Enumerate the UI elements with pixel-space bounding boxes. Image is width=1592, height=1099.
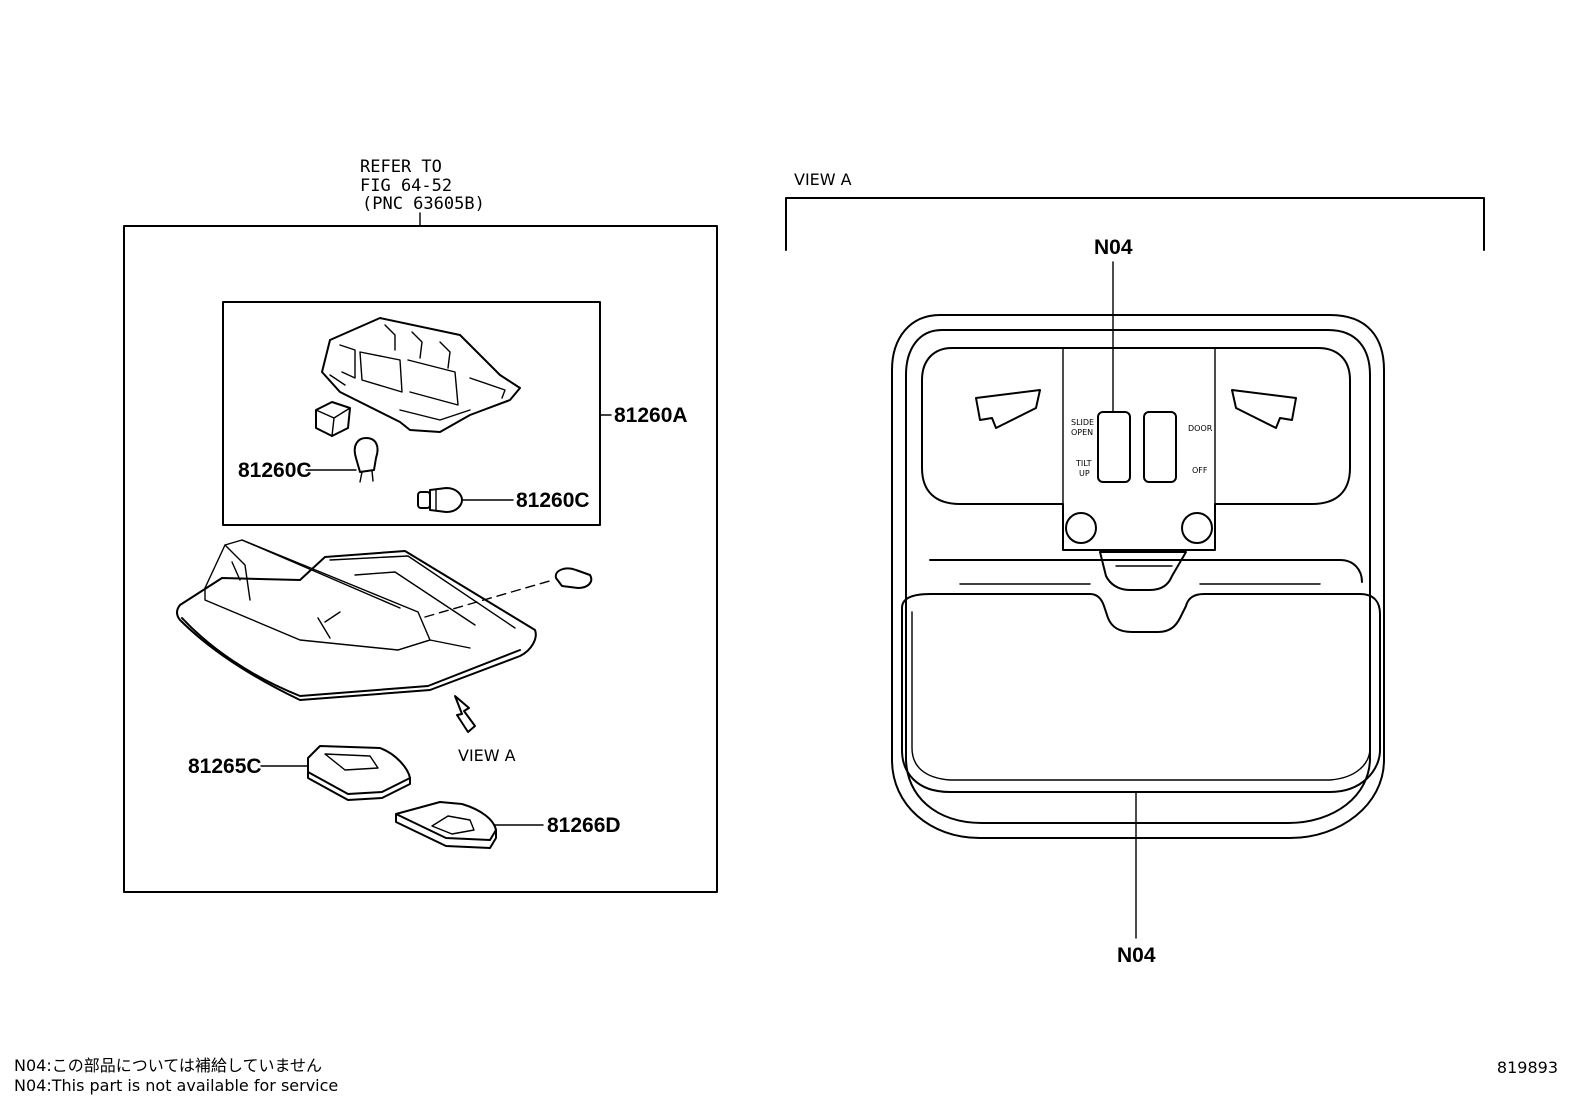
- part-label-81260c-left: 81260C: [238, 459, 312, 482]
- overhead-console-drawing: [891, 314, 1385, 839]
- switch-label-open: OPEN: [1071, 428, 1093, 437]
- part-label-81266d: 81266D: [547, 814, 621, 837]
- view-a-panel: VIEW A N04: [785, 170, 1485, 967]
- lamp-sub-assembly-frame: [222, 301, 601, 526]
- door-off-switch: [1143, 411, 1177, 483]
- part-label-81260c-right: 81260C: [516, 489, 590, 512]
- pad-81265c-drawing: [307, 745, 411, 801]
- refer-to-line1: REFER TO: [360, 157, 442, 177]
- switch-label-door: DOOR: [1188, 424, 1213, 433]
- lens-clip-drawing: [554, 567, 593, 589]
- figure-number: 819893: [1496, 1058, 1558, 1077]
- view-a-bracket: [785, 197, 1485, 251]
- note-english: N04:This part is not available for servi…: [14, 1076, 339, 1095]
- map-light-button-left: [1065, 512, 1097, 544]
- callout-n04-top: N04: [1094, 236, 1133, 259]
- part-label-81260a: 81260A: [614, 404, 688, 427]
- dashed-assembly-line: [424, 579, 554, 618]
- lamp-housing-drawing: [321, 317, 521, 433]
- part-label-81265c: 81265C: [188, 755, 262, 778]
- switch-label-up: UP: [1079, 469, 1090, 478]
- view-a-arrow-label: VIEW A: [458, 746, 516, 765]
- map-light-button-right: [1181, 512, 1213, 544]
- refer-to-line2: FIG 64-52: [360, 176, 452, 196]
- connector-piece-drawing: [315, 401, 351, 437]
- map-light-left-icon: [975, 389, 1041, 429]
- lens-cover-drawing: [176, 539, 537, 701]
- slide-tilt-switch: [1097, 411, 1131, 483]
- festoon-bulb-drawing: [417, 487, 463, 513]
- sunglasses-holder-lid: [901, 593, 1381, 793]
- refer-to-line3: (PNC 63605B): [362, 194, 485, 214]
- callout-n04-bottom: N04: [1117, 944, 1156, 967]
- switch-label-off: OFF: [1192, 466, 1208, 475]
- wedge-bulb-drawing: [353, 437, 379, 483]
- pad-81266d-drawing: [395, 801, 497, 849]
- map-light-right-icon: [1231, 389, 1297, 429]
- switch-label-tilt: TILT: [1075, 459, 1092, 468]
- view-a-arrow-icon: [454, 695, 476, 733]
- switch-label-slide: SLIDE: [1071, 418, 1094, 427]
- assembly-exploded-view: REFER TO FIG 64-52 (PNC 63605B): [123, 157, 718, 893]
- note-japanese: N04:この部品については補給していません: [14, 1056, 322, 1075]
- view-a-title: VIEW A: [794, 170, 852, 189]
- assembly-frame: [123, 225, 718, 893]
